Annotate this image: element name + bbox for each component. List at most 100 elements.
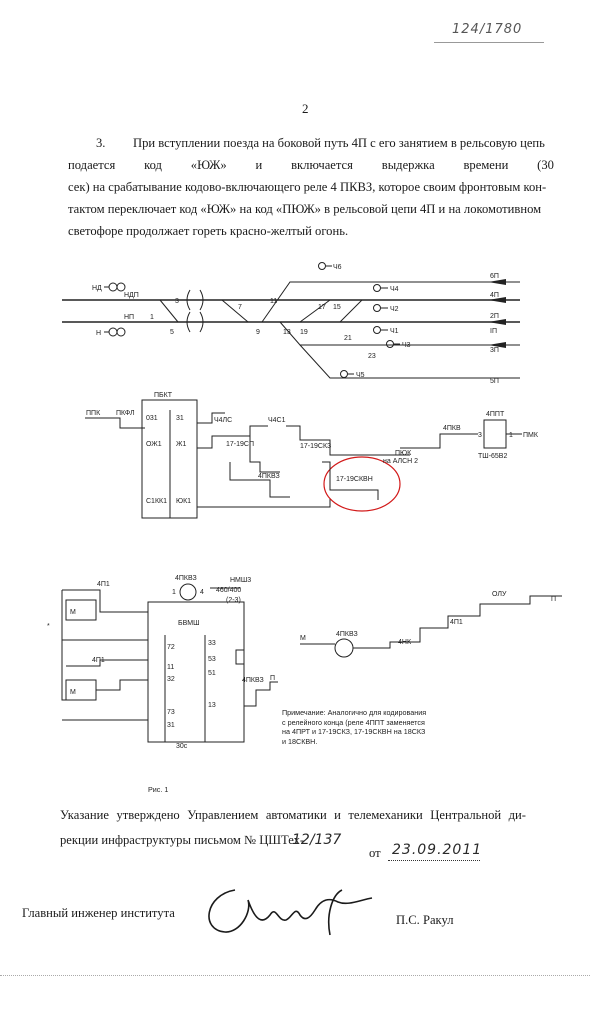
label-na-alsn: на АЛСН 2 [383,458,418,465]
relay-17-19sp: 17-19СП [226,441,254,448]
word: времени [463,158,509,172]
word: включается [291,158,353,172]
signal-ch5: Ч5 [356,372,365,379]
note-line: Примечание: Аналогично для кодирования [282,708,427,717]
pin-33: 33 [208,640,216,647]
figure-caption: Рис. 1 [148,785,169,794]
signal-ch6: Ч6 [333,264,342,271]
registration-underline [434,42,544,43]
switch-17: 17 [318,304,326,311]
signer-title: Главный инженер института [22,906,175,920]
relay-4pkv: 4ПКВ [443,425,461,432]
bvmsh-block [147,601,245,743]
switch-11: 11 [270,298,277,305]
switch-9: 9 [256,329,260,336]
word: Управлением [187,808,259,822]
switch-5: 5 [170,329,174,336]
signal-ch4: Ч4 [390,286,399,293]
relay-4pkvz: 4ПКВЗ [258,473,280,480]
word: (30 [537,158,554,172]
word: выдержка [381,158,435,172]
paragraph-line-3: сек) на срабатывание кодово-включающего … [68,180,547,194]
contact-zh1: Ж1 [176,441,186,448]
diagram-note: Примечание: Аналогично для кодирования с… [282,708,426,746]
decoder-circuit: 4П1 4ПКВЗ 4 1 НМШ3 460/400 (2-3) БВМШ 72… [47,575,278,750]
contact-31: 31 [176,415,184,422]
label-pmk: ПМК [523,432,539,439]
label-30s: 30с [176,743,188,750]
paragraph-line-5: светофоре продолжает гореть красно-желты… [68,224,349,238]
switch-15: 15 [333,304,341,311]
label-nmsh3: НМШ3 [230,577,251,584]
word: автоматики [265,808,327,822]
word: ди- [508,808,526,822]
terminal-1-upper: 1 [172,589,176,596]
word: утверждено [116,808,180,822]
word: Указание [60,808,109,822]
instruction-line-1: Указание утверждено Управлением автомати… [60,805,526,827]
switch-13: 13 [283,329,291,336]
relay-control-circuit: М 4ПКВЗ 4НК 4П1 ОЛУ П [300,591,562,658]
date-underline [388,860,480,861]
switch-23: 23 [368,353,376,360]
relay-4p1-lower: 4П1 [92,657,105,664]
relay-ch4ls: Ч4ЛС [214,417,232,424]
relay-ch4s1: Ч4С1 [268,417,286,424]
contact-ozh1: ОЖ1 [146,441,162,448]
red-highlight-ellipse [323,456,401,512]
date-prefix: от [369,846,381,860]
label-tsh-65v2: ТШ-65В2 [478,453,507,460]
label-ppk: ППК [86,410,101,417]
instruction-line-2: рекции инфраструктуры письмом № ЦШТех- [60,830,304,852]
paragraph-number: 3. [96,136,106,150]
pin-72: 72 [167,644,175,651]
track-2p: 2П [490,313,499,320]
relay-4pkvz: 4ПКВЗ [175,575,197,582]
relay-4p1-upper: 4П1 [97,581,110,588]
paragraph-line-4: тактом переключает код «ЮЖ» на код «ПЮЖ»… [68,202,542,216]
label-m-upper: М [70,609,76,616]
label-bvmsh: БВМШ [178,620,200,627]
terminal-1: 1 [509,432,513,439]
word: подается [68,158,116,172]
handwritten-letter-number: 12/137 [292,832,342,848]
word: «ЮЖ» [190,158,227,172]
label-pkfl: ПКФЛ [116,410,135,417]
note-line: на 4ПРТ и 17-19СКЗ, 17-19СКВН на 18СКЗ [282,727,426,736]
track-4p: 4П [490,292,499,299]
label-m-lower: М [70,689,76,696]
switch-3: 3 [175,298,179,305]
word: и [334,808,341,822]
word: код [144,158,162,172]
label-4ppt: 4ППТ [486,411,505,418]
track-layout: НД Н Ч6 Ч4 Ч2 Ч1 Ч3 Ч5 6П 4П 2П IП 3П 5П… [62,262,520,385]
relay-4pkvz-lower: 4ПКВЗ [242,677,264,684]
word: и [255,158,263,172]
label-2-3: (2-3) [226,597,241,604]
asterisk-mark: * [47,623,50,630]
section-ndp: НДП [124,292,139,299]
signal-ch2: Ч2 [390,306,399,313]
contact-031: 031 [146,415,158,422]
pin-13: 13 [208,702,216,709]
terminal-4: 4 [200,589,204,596]
note-line: и 18СКВН. [282,736,318,746]
contact-s1kk1: С1КК1 [146,498,167,505]
label-m: М [300,635,306,642]
relay-4nk: 4НК [398,639,412,646]
label-olu: ОЛУ [492,591,507,598]
section-np: НП [124,314,134,321]
signal-ch1: Ч1 [390,328,399,335]
label-460-400: 460/400 [216,587,241,594]
relay-4p1: 4П1 [450,619,463,626]
label-pyuk: ПЮК [395,450,412,457]
signal-ch3: Ч3 [402,342,411,349]
pin-51: 51 [208,670,216,677]
pin-73: 73 [167,709,175,716]
paragraph-line-1: При вступлении поезда на боковой путь 4П… [133,136,545,150]
switch-19: 19 [300,329,308,336]
track-6p: 6П [490,273,499,280]
track-5p: 5П [490,378,499,385]
scan-artifact-line [0,975,590,976]
